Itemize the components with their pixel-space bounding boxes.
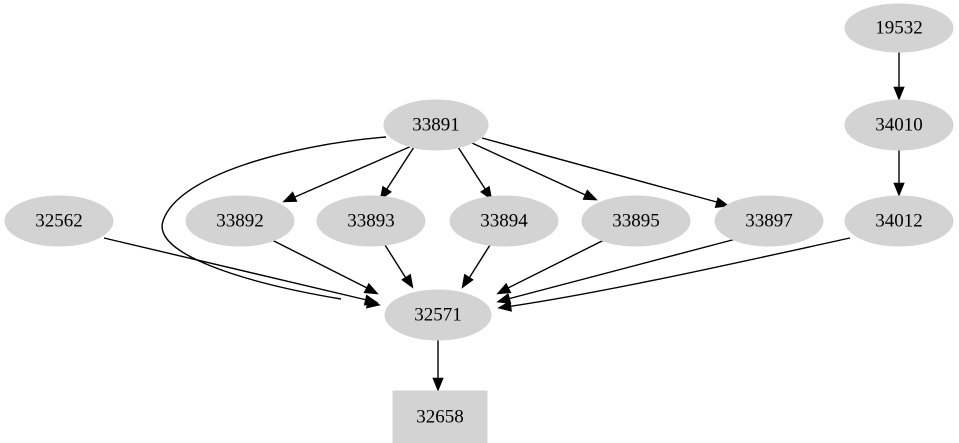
node-ellipse[interactable] xyxy=(844,3,954,53)
graph-node-19532[interactable]: 19532 xyxy=(844,3,954,53)
edge-33892-to-32571 xyxy=(271,239,379,295)
edge-line xyxy=(287,144,415,201)
edge-33891-to-33892 xyxy=(282,144,415,203)
edge-32571-to-32658 xyxy=(432,340,444,392)
edge-line xyxy=(471,142,593,199)
arrowhead-icon xyxy=(461,273,474,289)
node-ellipse[interactable] xyxy=(449,195,559,247)
graph-node-32658[interactable]: 32658 xyxy=(392,390,488,443)
edge-33897-to-32571 xyxy=(496,238,737,305)
edge-34012-to-32571 xyxy=(497,237,851,312)
edge-line xyxy=(384,244,410,284)
node-ellipse[interactable] xyxy=(383,99,489,151)
edge-33893-to-32571 xyxy=(384,244,414,289)
arrowhead-icon xyxy=(432,377,444,392)
node-ellipse[interactable] xyxy=(581,195,691,247)
node-layer: 19532 33891 34010 32562 33892 33893 33894 33895… xyxy=(4,3,954,443)
edge-34010-to-34012 xyxy=(893,150,905,197)
edge-line xyxy=(161,136,387,300)
edge-33891-to-33894 xyxy=(457,146,493,201)
edge-33891-to-33897 xyxy=(481,137,730,209)
graph-node-33891[interactable]: 33891 xyxy=(383,99,489,151)
edge-line xyxy=(503,238,737,301)
graph-node-33894[interactable]: 33894 xyxy=(449,195,559,247)
arrowhead-icon xyxy=(893,86,905,101)
graph-node-34010[interactable]: 34010 xyxy=(844,99,954,151)
edge-33895-to-32571 xyxy=(496,239,605,295)
arrowhead-icon xyxy=(893,182,905,197)
node-ellipse[interactable] xyxy=(844,195,954,247)
graph-node-33895[interactable]: 33895 xyxy=(581,195,691,247)
graph-node-32571[interactable]: 32571 xyxy=(384,289,492,341)
edge-line xyxy=(505,237,851,308)
edge-line xyxy=(503,239,605,291)
edge-32562-to-32571 xyxy=(103,237,379,306)
graph-node-33893[interactable]: 33893 xyxy=(316,195,426,247)
edge-19532-to-34010 xyxy=(893,52,905,101)
node-rect[interactable] xyxy=(392,390,488,443)
arrowhead-icon xyxy=(401,273,414,289)
edge-line xyxy=(103,237,372,302)
arrowhead-icon xyxy=(497,300,512,312)
node-ellipse[interactable] xyxy=(185,195,295,247)
arrowhead-icon xyxy=(496,282,512,295)
arrowhead-icon xyxy=(363,294,379,306)
graph-node-34012[interactable]: 34012 xyxy=(844,195,954,247)
graph-node-33897[interactable]: 33897 xyxy=(714,195,824,247)
edge-33894-to-32571 xyxy=(461,244,491,289)
graph-node-33892[interactable]: 33892 xyxy=(185,195,295,247)
node-ellipse[interactable] xyxy=(4,195,114,247)
arrowhead-icon xyxy=(496,293,512,305)
edge-line xyxy=(382,146,415,196)
arrowhead-icon xyxy=(582,189,598,201)
edge-33891-to-33893 xyxy=(379,146,415,201)
graph-node-32562[interactable]: 32562 xyxy=(4,195,114,247)
node-ellipse[interactable] xyxy=(316,195,426,247)
node-ellipse[interactable] xyxy=(844,99,954,151)
node-ellipse[interactable] xyxy=(384,289,492,341)
node-ellipse[interactable] xyxy=(714,195,824,247)
arrowhead-icon xyxy=(363,282,379,295)
edge-line xyxy=(465,244,491,284)
arrowhead-icon xyxy=(714,197,730,209)
edge-33891-to-33895 xyxy=(471,142,598,201)
edge-line xyxy=(481,137,725,205)
edge-line xyxy=(271,239,372,291)
edge-line xyxy=(457,146,490,196)
arrowhead-icon xyxy=(282,191,298,203)
